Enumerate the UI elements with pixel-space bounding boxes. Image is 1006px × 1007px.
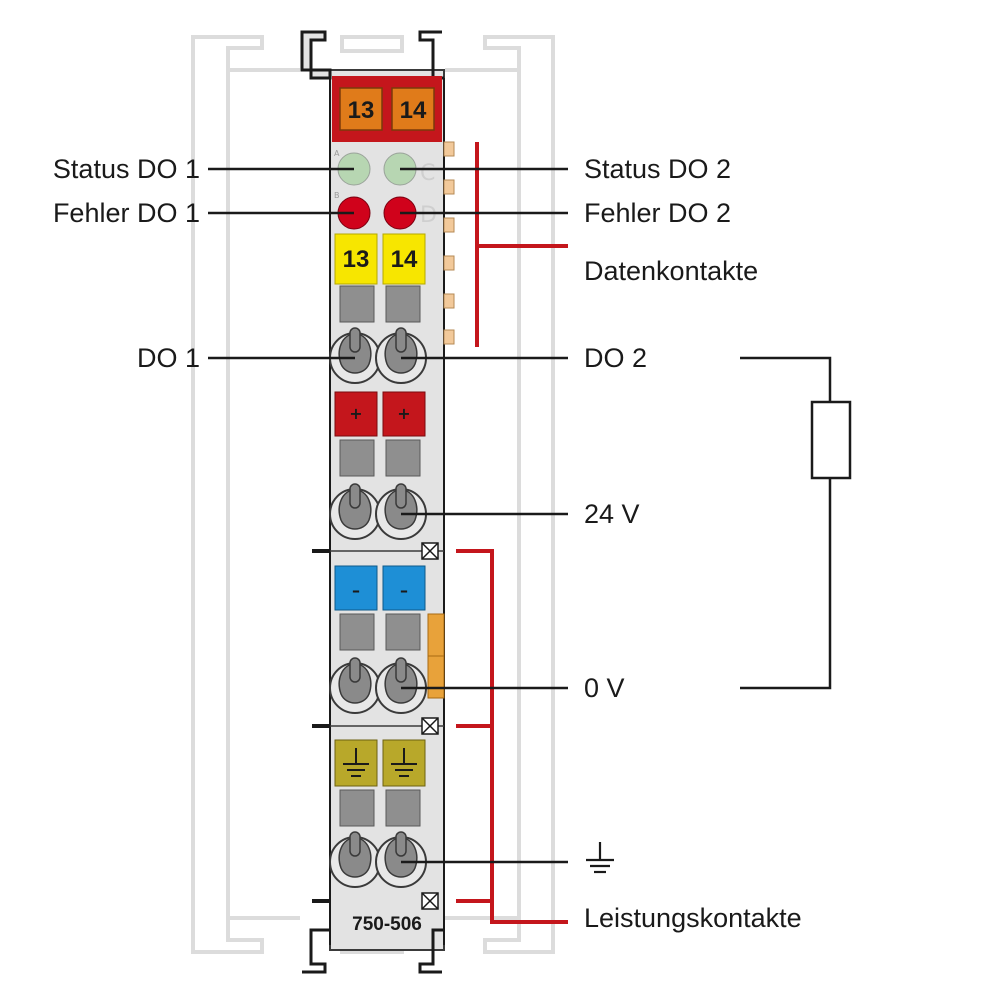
load-resistor xyxy=(810,400,852,480)
label-status-do1: Status DO 1 xyxy=(53,154,200,184)
label-0v: 0 V xyxy=(584,673,625,703)
plus-marker-2-symbol: + xyxy=(397,404,410,423)
power-jumper-3 xyxy=(421,892,439,910)
data-contacts xyxy=(443,141,455,345)
label-fehler-do2: Fehler DO 2 xyxy=(584,198,731,228)
clamp-pe-1[interactable] xyxy=(329,831,381,888)
label-datenkontakte: Datenkontakte xyxy=(584,256,758,286)
label-leistungskontakte: Leistungskontakte xyxy=(584,903,802,933)
ground-icon xyxy=(586,842,614,874)
release-button-do1[interactable] xyxy=(339,285,375,323)
ground-symbol-1 xyxy=(343,748,369,777)
clamp-24v-1[interactable] xyxy=(329,483,381,540)
release-button-0v-1[interactable] xyxy=(339,613,375,651)
bottom-left-clip xyxy=(302,928,330,974)
yellow-marker-14-label: 14 xyxy=(391,246,418,273)
label-do1: DO 1 xyxy=(137,343,200,373)
yellow-marker-13-label: 13 xyxy=(343,246,370,273)
minus-marker-2 xyxy=(382,565,426,611)
minus-marker-1-symbol: – xyxy=(352,581,360,600)
left-leader-lines xyxy=(208,167,355,360)
release-button-pe-2[interactable] xyxy=(385,789,421,827)
release-button-24v-1[interactable] xyxy=(339,439,375,477)
release-button-24v-2[interactable] xyxy=(385,439,421,477)
rail-top-slot xyxy=(340,35,404,53)
led-letter-b: B xyxy=(334,191,340,200)
label-24v: 24 V xyxy=(584,499,640,529)
label-fehler-do1: Fehler DO 1 xyxy=(53,198,200,228)
release-button-0v-2[interactable] xyxy=(385,613,421,651)
power-contacts-bracket xyxy=(456,549,568,924)
plus-marker-1-symbol: + xyxy=(349,404,362,423)
right-leader-lines xyxy=(400,167,568,864)
top-marker-13-label: 13 xyxy=(348,97,375,124)
data-contacts-bracket xyxy=(475,142,568,347)
bottom-right-clip xyxy=(418,928,444,974)
load-circuit xyxy=(740,356,852,690)
label-do2: DO 2 xyxy=(584,343,647,373)
yellow-marker-13 xyxy=(334,233,378,285)
top-marker-14-label: 14 xyxy=(400,97,427,124)
release-button-do2[interactable] xyxy=(385,285,421,323)
label-status-do2: Status DO 2 xyxy=(584,154,731,184)
minus-marker-1 xyxy=(334,565,378,611)
plus-marker-2 xyxy=(382,391,426,437)
yellow-marker-14 xyxy=(382,233,426,285)
top-marker-13 xyxy=(339,87,383,131)
module-number: 750-506 xyxy=(352,914,422,935)
led-letter-a: A xyxy=(334,149,340,158)
top-marker-14 xyxy=(391,87,435,131)
power-jumper-2 xyxy=(421,717,439,735)
minus-marker-2-symbol: – xyxy=(400,581,408,600)
led-letter-d: D xyxy=(420,203,437,228)
power-jumper-1 xyxy=(421,542,439,560)
top-left-clip xyxy=(300,30,332,80)
release-button-pe-1[interactable] xyxy=(339,789,375,827)
led-letter-c: C xyxy=(420,161,435,186)
ground-symbol-2 xyxy=(391,748,417,777)
plus-marker-1 xyxy=(334,391,378,437)
